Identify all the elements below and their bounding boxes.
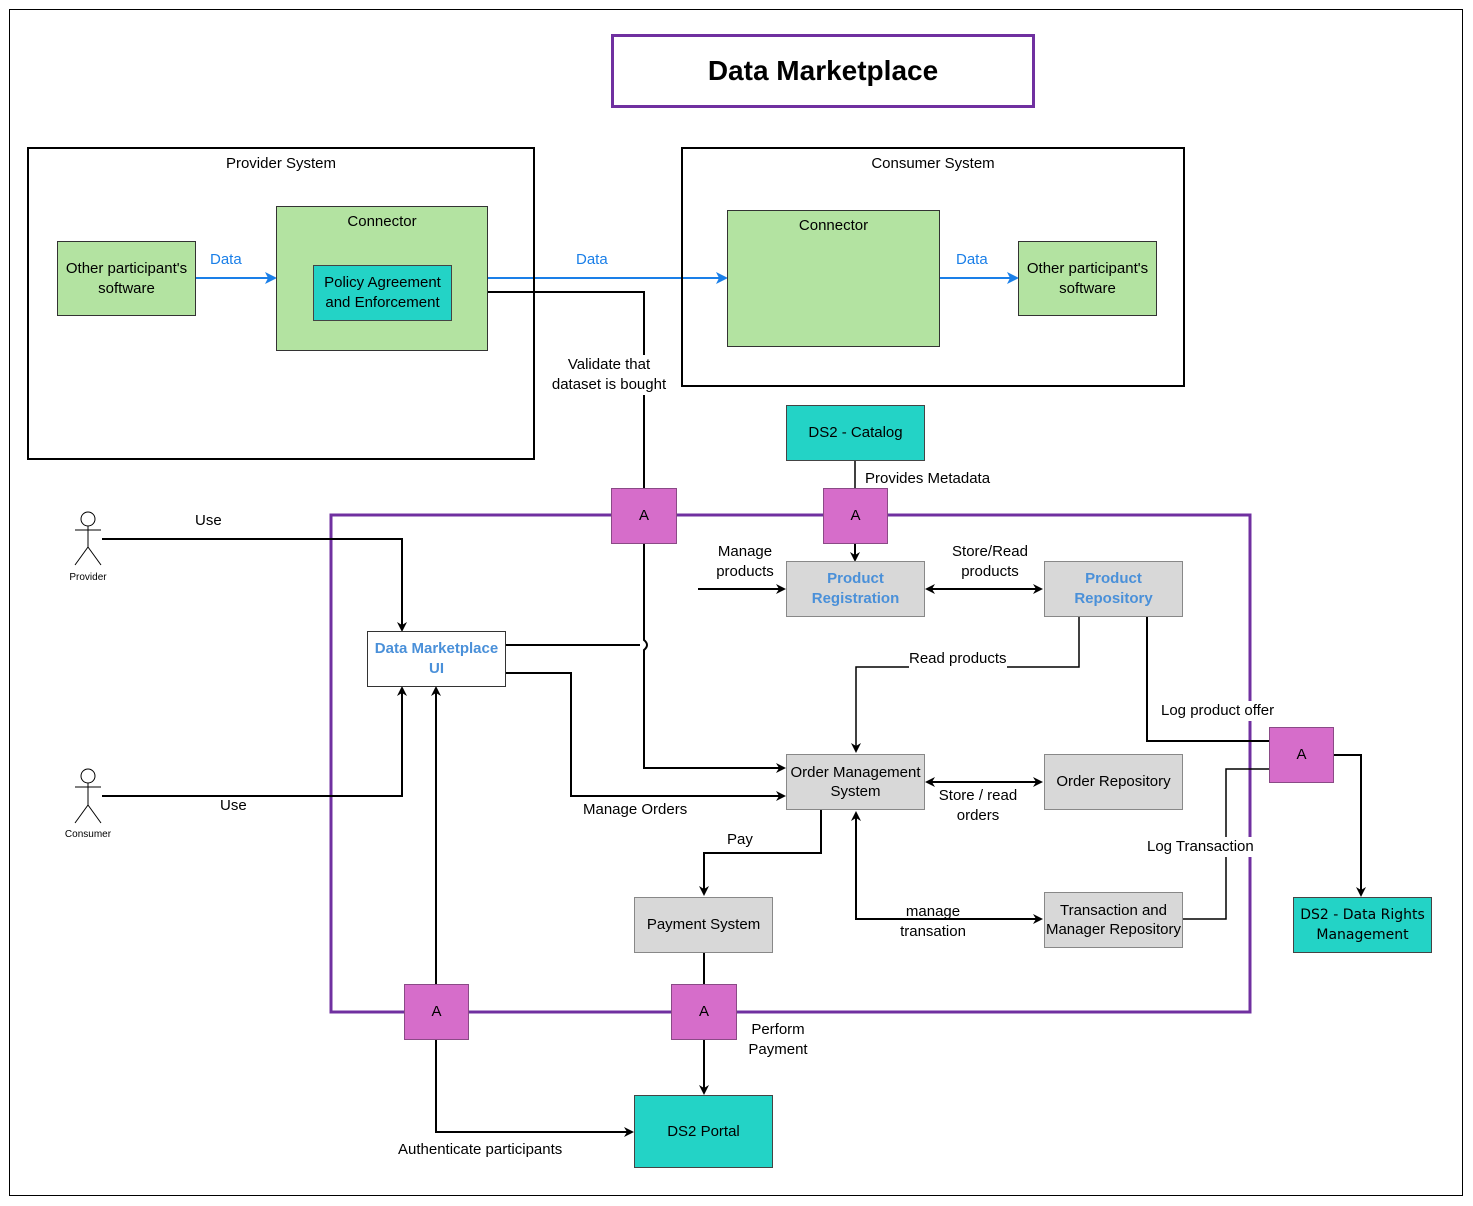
provider-actor-icon bbox=[74, 511, 102, 566]
consumer-connector-label: Connector bbox=[798, 217, 869, 234]
consumer-software[interactable]: Other participant's software bbox=[1018, 241, 1157, 316]
marketplace-ui[interactable]: Data Marketplace UI bbox=[367, 631, 506, 687]
product-repository[interactable]: Product Repository bbox=[1044, 561, 1183, 617]
policy-enforcement[interactable]: Policy Agreement and Enforcement bbox=[313, 265, 452, 321]
validate-label: Validate that dataset is bought bbox=[544, 355, 674, 395]
consumer-actor-label: Consumer bbox=[64, 829, 112, 840]
edge-validate-lower bbox=[643, 543, 786, 773]
consumer-data-label: Data bbox=[956, 251, 988, 268]
product-registration[interactable]: Product Registration bbox=[786, 561, 925, 617]
edge-log-to-rights bbox=[1334, 754, 1366, 897]
order-management-label: Order Management System bbox=[790, 764, 921, 800]
ds2-data-rights[interactable]: DS2 - Data Rights Management bbox=[1293, 897, 1432, 953]
product-repository-label: Product Repository bbox=[1074, 570, 1153, 607]
payment-system-label: Payment System bbox=[646, 916, 761, 933]
consumer-actor-icon bbox=[74, 768, 102, 824]
edge-log-product-offer bbox=[1146, 617, 1270, 742]
adapter-label: A bbox=[850, 507, 861, 524]
order-repository-label: Order Repository bbox=[1056, 773, 1171, 790]
edge-authenticate bbox=[435, 1040, 634, 1137]
edge-read-products bbox=[851, 617, 1080, 753]
adapter-payment[interactable]: A bbox=[671, 984, 737, 1040]
pay-label: Pay bbox=[727, 831, 753, 848]
order-management-system[interactable]: Order Management System bbox=[786, 754, 925, 810]
ds2-data-rights-label: DS2 - Data Rights Management bbox=[1300, 907, 1425, 943]
log-transaction-label: Log Transaction bbox=[1147, 837, 1254, 857]
adapter-validate[interactable]: A bbox=[611, 488, 677, 544]
edge-manage-orders bbox=[506, 672, 786, 801]
ds2-catalog-label: DS2 - Catalog bbox=[808, 424, 903, 441]
page-frame bbox=[9, 9, 1463, 1196]
middle-data-label: Data bbox=[576, 251, 608, 268]
consumer-system-title: Consumer System bbox=[871, 155, 995, 172]
provider-software-label: Other participant's software bbox=[65, 259, 188, 297]
transaction-repository-label: Transaction and Manager Repository bbox=[1045, 902, 1182, 938]
edge-consumer-use bbox=[102, 686, 407, 797]
consumer-system: Consumer System bbox=[681, 147, 1185, 387]
product-registration-label: Product Registration bbox=[811, 570, 900, 607]
store-read-products-label: Store/Read products bbox=[952, 543, 1028, 580]
read-products-label: Read products bbox=[909, 649, 1007, 669]
ds2-portal-label: DS2 Portal bbox=[667, 1122, 740, 1140]
consumer-software-label: Other participant's software bbox=[1026, 259, 1149, 297]
store-read-orders-label: Store / read orders bbox=[938, 787, 1018, 824]
adapter-label: A bbox=[431, 1003, 442, 1020]
adapter-label: A bbox=[698, 1003, 709, 1020]
marketplace-boundary bbox=[329, 513, 1252, 1014]
edge-pay bbox=[699, 810, 822, 896]
adapter-label: A bbox=[1296, 746, 1307, 763]
page-title: Data Marketplace bbox=[611, 34, 1035, 108]
provider-use-label: Use bbox=[195, 512, 222, 529]
provider-system-title: Provider System bbox=[225, 155, 337, 172]
adapter-portal-ui[interactable]: A bbox=[404, 984, 469, 1040]
marketplace-ui-label: Data Marketplace UI bbox=[374, 640, 499, 677]
authenticate-label: Authenticate participants bbox=[398, 1141, 563, 1158]
provider-data-label: Data bbox=[210, 251, 242, 268]
transaction-repository[interactable]: Transaction and Manager Repository bbox=[1044, 892, 1183, 948]
provider-actor-label: Provider bbox=[69, 572, 107, 583]
provider-software[interactable]: Other participant's software bbox=[57, 241, 196, 316]
consumer-use-label: Use bbox=[220, 797, 247, 814]
manage-transaction-label: manage transation bbox=[900, 903, 966, 940]
provider-connector-label: Connector bbox=[347, 213, 417, 230]
edge-provider-use bbox=[102, 538, 407, 632]
provider-system: Provider System bbox=[27, 147, 535, 460]
edge-manage-transaction bbox=[851, 811, 1043, 924]
provides-metadata-label: Provides Metadata bbox=[865, 470, 991, 487]
ds2-portal[interactable]: DS2 Portal bbox=[634, 1095, 773, 1168]
policy-enforcement-label: Policy Agreement and Enforcement bbox=[324, 274, 441, 311]
payment-system[interactable]: Payment System bbox=[634, 897, 773, 953]
adapter-catalog[interactable]: A bbox=[823, 488, 888, 544]
consumer-connector[interactable]: Connector bbox=[727, 210, 940, 347]
manage-orders-label: Manage Orders bbox=[583, 801, 688, 818]
perform-payment-label: Perform Payment bbox=[748, 1021, 808, 1058]
page-title-text: Data Marketplace bbox=[707, 55, 939, 86]
order-repository[interactable]: Order Repository bbox=[1044, 754, 1183, 810]
adapter-label: A bbox=[638, 507, 649, 524]
ds2-catalog[interactable]: DS2 - Catalog bbox=[786, 405, 925, 461]
adapter-rights[interactable]: A bbox=[1269, 727, 1334, 783]
manage-products-label: Manage products bbox=[716, 543, 774, 580]
log-product-offer-label: Log product offer bbox=[1161, 701, 1275, 721]
edge-validate bbox=[452, 291, 645, 488]
